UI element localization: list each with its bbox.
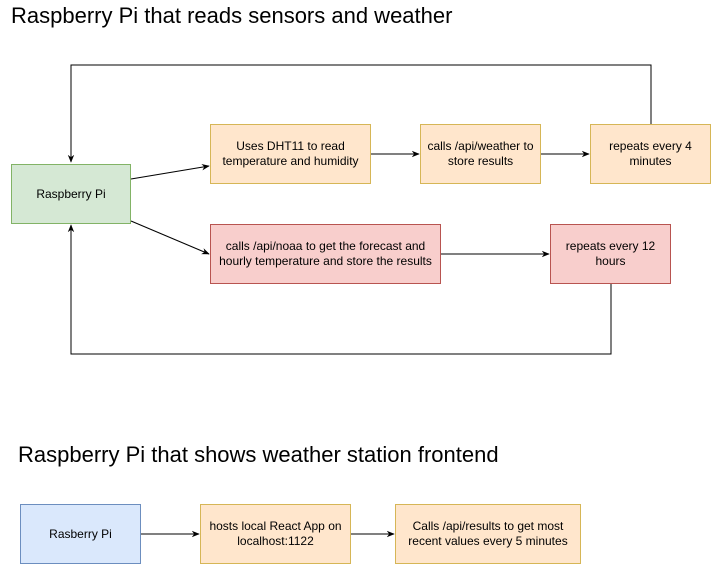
noaa-api-node[interactable]: calls /api/noaa to get the forecast and … [210, 224, 441, 284]
raspberry-pi-sensor-node[interactable]: Raspberry Pi [11, 164, 131, 224]
node-label: calls /api/weather to store results [427, 139, 534, 168]
node-label: Uses DHT11 to read temperature and humid… [222, 139, 359, 168]
node-label: Rasberry Pi [49, 526, 112, 541]
node-label: Calls /api/results to get most recent va… [408, 519, 568, 548]
node-label: repeats every 4 minutes [609, 139, 692, 168]
node-label: calls /api/noaa to get the forecast and … [219, 239, 432, 268]
arrow-pi-to-dht11 [130, 164, 210, 180]
raspberry-pi-frontend-node[interactable]: Rasberry Pi [20, 504, 141, 564]
react-app-node[interactable]: hosts local React App on localhost:1122 [200, 504, 351, 564]
repeat-12-hours-node[interactable]: repeats every 12 hours [550, 224, 671, 284]
arrow-repeat4-loop-to-pi [67, 64, 652, 163]
section1-title: Raspberry Pi that reads sensors and weat… [11, 3, 453, 28]
node-label: Raspberry Pi [36, 186, 106, 201]
results-api-node[interactable]: Calls /api/results to get most recent va… [395, 504, 581, 564]
arrow-repeat12-loop-to-pi [67, 224, 612, 355]
repeat-4-minutes-node[interactable]: repeats every 4 minutes [590, 124, 711, 184]
weather-api-node[interactable]: calls /api/weather to store results [420, 124, 541, 184]
section2-title: Raspberry Pi that shows weather station … [18, 442, 499, 467]
node-label: hosts local React App on localhost:1122 [209, 519, 342, 548]
arrow-pi-to-noaa [130, 220, 210, 255]
dht11-node[interactable]: Uses DHT11 to read temperature and humid… [210, 124, 371, 184]
node-label: repeats every 12 hours [565, 239, 656, 268]
